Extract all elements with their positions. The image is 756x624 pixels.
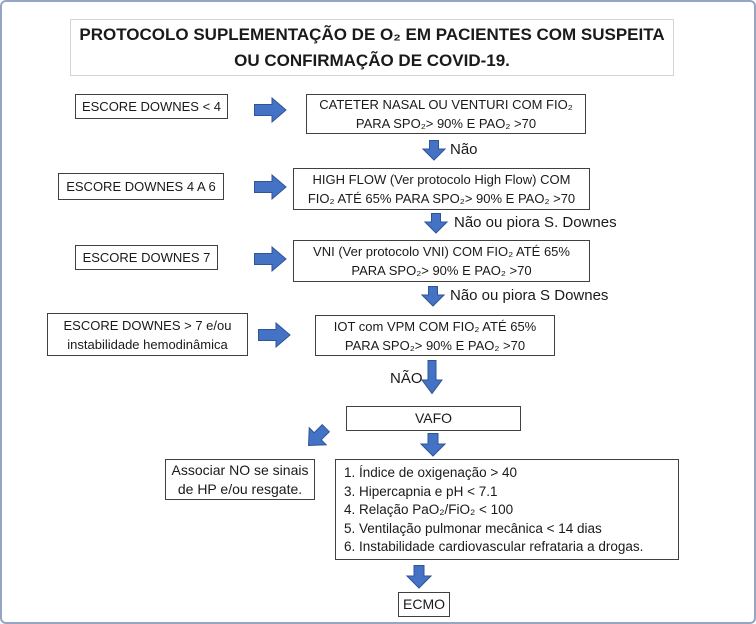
condition-box-downes-4a6: ESCORE DOWNES 4 A 6 bbox=[58, 173, 224, 200]
arrow-right-icon bbox=[254, 174, 287, 200]
criteria-item: 6. Instabilidade cardiovascular refratar… bbox=[344, 539, 644, 554]
arrow-right-icon bbox=[254, 97, 287, 123]
condition-box-downes-7: ESCORE DOWNES 7 bbox=[75, 245, 218, 270]
criteria-item: 5. Ventilação pulmonar mecânica < 14 dia… bbox=[344, 520, 602, 536]
arrow-right-icon bbox=[258, 322, 291, 348]
no-label-1: Não bbox=[450, 141, 478, 158]
arrow-down-left-icon bbox=[307, 423, 331, 447]
criteria-item: 4. Relação PaO₂/FiO₂ < 100 bbox=[344, 502, 514, 517]
ecmo-criteria-box: 1. Índice de oxigenação > 40 3. Hipercap… bbox=[335, 459, 679, 560]
arrow-down-icon bbox=[422, 140, 446, 161]
criteria-item: 1. Índice de oxigenação > 40 bbox=[344, 465, 518, 480]
arrow-down-icon bbox=[421, 360, 443, 395]
arrow-down-icon bbox=[406, 565, 432, 589]
action-box-cateter-nasal: CATETER NASAL OU VENTURI COM FIO₂ PARA S… bbox=[306, 94, 586, 134]
nao-label-4: NÃO bbox=[390, 370, 423, 387]
condition-box-downes-gt7: ESCORE DOWNES > 7 e/ou instabilidade hem… bbox=[47, 313, 248, 356]
arrow-right-icon bbox=[254, 246, 287, 272]
action-box-iot-vpm: IOT com VPM COM FIO₂ ATÉ 65% PARA SPO₂> … bbox=[315, 315, 555, 356]
vafo-box: VAFO bbox=[346, 406, 521, 431]
protocol-title: PROTOCOLO SUPLEMENTAÇÃO DE O₂ EM PACIENT… bbox=[70, 19, 674, 76]
criteria-item: 3. Hipercapnia e pH < 7.1 bbox=[344, 483, 498, 499]
ecmo-box: ECMO bbox=[398, 592, 450, 617]
no-label-3: Não ou piora S Downes bbox=[450, 287, 609, 304]
action-box-vni: VNI (Ver protocolo VNI) COM FIO₂ ATÉ 65%… bbox=[293, 240, 590, 282]
action-box-high-flow: HIGH FLOW (Ver protocolo High Flow) COM … bbox=[293, 168, 590, 210]
arrow-down-icon bbox=[424, 213, 448, 234]
associar-no-box: Associar NO se sinais de HP e/ou resgate… bbox=[165, 459, 315, 500]
arrow-down-icon bbox=[421, 286, 445, 307]
no-label-2: Não ou piora S. Downes bbox=[454, 214, 617, 231]
condition-box-downes-lt4: ESCORE DOWNES < 4 bbox=[75, 94, 228, 119]
arrow-down-icon bbox=[420, 433, 446, 457]
